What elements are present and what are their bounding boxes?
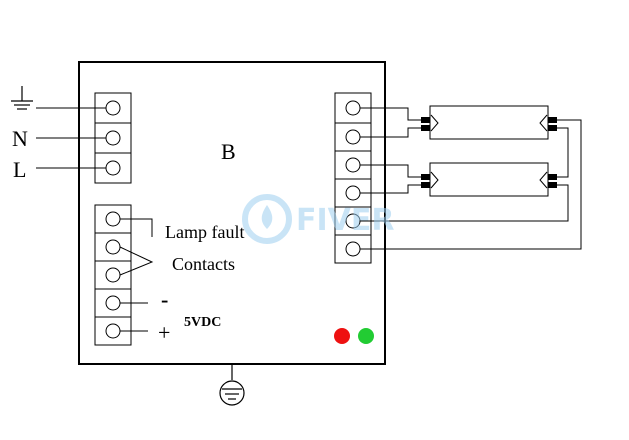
terminal-neutral (105, 130, 121, 146)
power-led (358, 328, 374, 344)
terminal-out-2 (345, 129, 361, 145)
terminal-ground (105, 100, 121, 116)
fault-contact-wiring (119, 218, 154, 276)
lamp-tube-1 (421, 105, 557, 140)
fault-led (334, 328, 350, 344)
lamp-tube-2 (421, 162, 557, 197)
terminal-live (105, 160, 121, 176)
voltage-label: 5VDC (184, 315, 221, 330)
neutral-label: N (12, 126, 28, 151)
terminal-out-6 (345, 241, 361, 257)
watermark-logo-icon (242, 194, 292, 244)
fault-terminal-block (94, 204, 132, 346)
chassis-ground-icon (219, 365, 245, 406)
supply-plus-label: + (158, 320, 170, 345)
terminal-fault-2 (105, 239, 121, 255)
terminal-supply-plus (105, 323, 121, 339)
terminal-out-3 (345, 157, 361, 173)
terminal-fault-3 (105, 267, 121, 283)
earth-ground-icon (11, 86, 33, 110)
output-terminal-block (334, 92, 372, 264)
supply-minus-label: - (161, 287, 168, 312)
terminal-out-1 (345, 100, 361, 116)
lamp-fault-label: Lamp fault (165, 222, 244, 242)
live-label: L (13, 157, 26, 182)
lamp-wiring (360, 107, 582, 250)
terminal-fault-1 (105, 211, 121, 227)
terminal-supply-minus (105, 295, 121, 311)
watermark: FIVER (242, 194, 394, 244)
box-label: B (221, 139, 236, 164)
terminal-out-4 (345, 185, 361, 201)
watermark-text: FIVER (296, 203, 394, 238)
contacts-label: Contacts (172, 254, 235, 274)
